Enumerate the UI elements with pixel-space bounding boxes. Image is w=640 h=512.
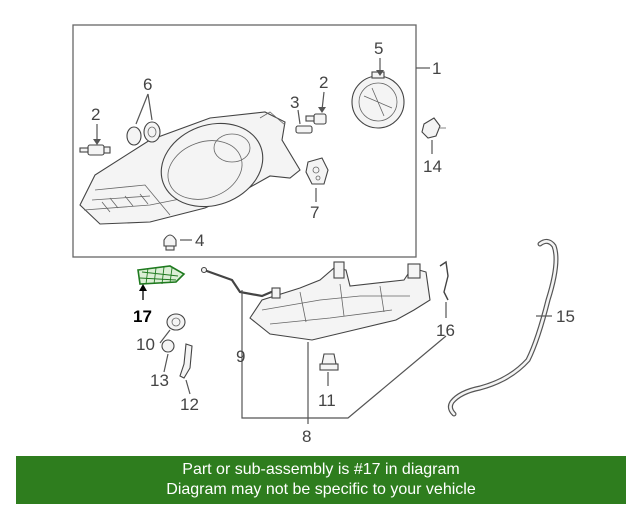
part-4-bulb	[163, 234, 177, 251]
part-9-rod	[200, 266, 277, 298]
part-6-rings	[126, 121, 161, 146]
part-2-bulb-right	[305, 113, 327, 125]
callout-2-right: 2	[319, 73, 328, 92]
headlamp-housing	[79, 111, 301, 225]
callout-11: 11	[318, 391, 336, 410]
callout-6: 6	[143, 75, 152, 94]
part-7-socket	[305, 157, 329, 185]
part-8-tray	[249, 261, 431, 341]
callout-3: 3	[290, 93, 299, 112]
callout-9: 9	[236, 347, 245, 366]
callout-1: 1	[432, 59, 441, 78]
part-15-hose	[447, 238, 559, 417]
callout-5: 5	[374, 39, 383, 58]
callout-8: 8	[302, 427, 311, 446]
part-12-bracket	[179, 343, 193, 379]
part-10-grommet	[166, 313, 186, 331]
part-13-nut	[161, 339, 175, 353]
callout-4: 4	[195, 231, 204, 250]
part-5-cap	[351, 71, 405, 129]
callout-15: 15	[556, 307, 575, 326]
banner-line-2: Diagram may not be specific to your vehi…	[166, 481, 476, 498]
callout-10: 10	[136, 335, 155, 354]
part-11-bumper	[319, 353, 339, 371]
banner-line-1: Part or sub-assembly is #17 in diagram	[182, 461, 460, 478]
headlamp-assembly-box	[72, 24, 417, 258]
callout-12: 12	[180, 395, 199, 414]
part-17-grille	[137, 265, 186, 285]
callout-17: 17	[133, 307, 152, 326]
callout-16: 16	[436, 321, 455, 340]
callout-7: 7	[310, 203, 319, 222]
callout-14: 14	[423, 157, 442, 176]
parts-diagram: 1 2 2 3 4 5 6 7 8 9 10 11 12 13 14 15 16…	[72, 24, 575, 446]
part-16-clip	[439, 260, 449, 301]
part-14-clip	[421, 117, 446, 139]
part-2-bulb-left	[79, 144, 111, 156]
part-3-small-bulb	[295, 125, 313, 134]
info-banner: Part or sub-assembly is #17 in diagram D…	[16, 456, 626, 504]
callout-13: 13	[150, 371, 169, 390]
callout-2-left: 2	[91, 105, 100, 124]
